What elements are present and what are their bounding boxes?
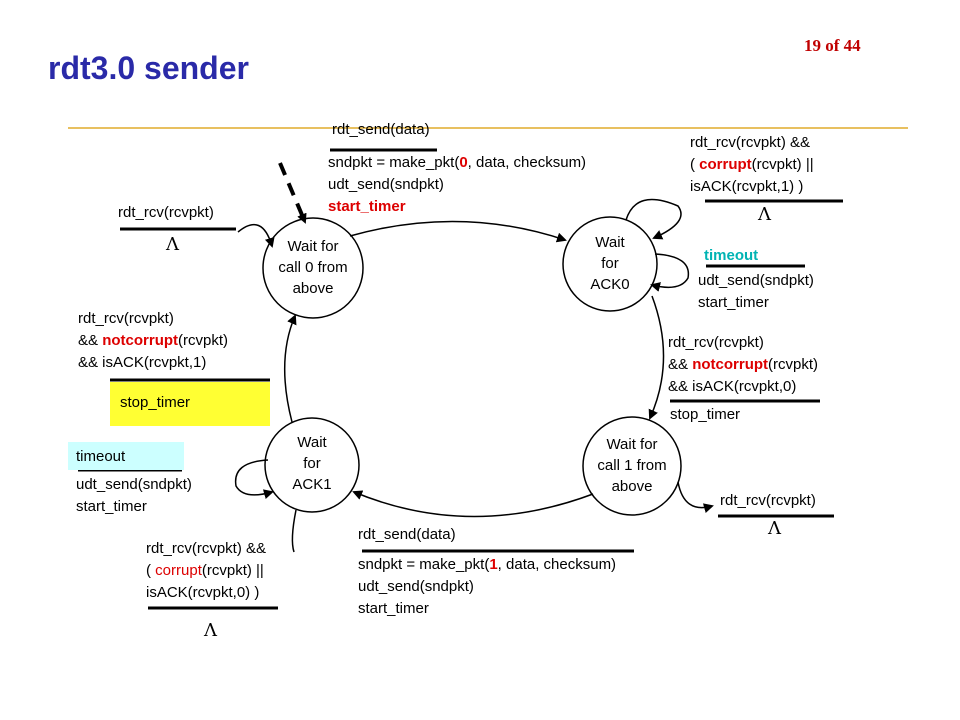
call1-to-ack1-action-2: udt_send(sndpkt) (358, 578, 474, 595)
loop-ack0-timeout (650, 253, 690, 292)
ack1-timeout-action-1: udt_send(sndpkt) (76, 476, 192, 493)
ack0-to-call1-event-2: && notcorrupt(rcvpkt) (668, 356, 819, 373)
call1-to-ack1-event: rdt_send(data) (358, 526, 456, 543)
ack1-to-call0-event-3: && isACK(rcvpkt,1) (78, 354, 207, 371)
state-wait-call1 (582, 416, 682, 516)
ack0-timeout-event: timeout (704, 247, 759, 264)
arrow-call0-to-ack0 (349, 220, 567, 243)
call0-to-ack0-action-3: start_timer (328, 198, 406, 215)
stop-timer-highlight (110, 382, 270, 426)
ack0-corrupt-lambda: Λ (758, 204, 771, 225)
ack1-to-call0-event-1: rdt_rcv(rcvpkt) (78, 310, 174, 327)
call1-to-ack1-action-1: sndpkt = make_pkt(1, data, checksum) (358, 556, 617, 573)
loop-ack1-timeout (234, 459, 274, 500)
call1-self-event: rdt_rcv(rcvpkt) (720, 492, 816, 509)
initial-arrow (278, 162, 307, 224)
ack1-to-call0-event-2: && notcorrupt(rcvpkt) (78, 332, 229, 349)
call0-to-ack0-action-1: sndpkt = make_pkt(0, data, checksum) (328, 154, 587, 171)
ack0-timeout-action-2: start_timer (698, 294, 769, 311)
arrow-ack1-to-call0 (283, 314, 297, 423)
call0-to-ack0-action-2: udt_send(sndpkt) (328, 176, 444, 193)
ack0-corrupt-event-3: isACK(rcvpkt,1) ) (690, 178, 804, 195)
ack0-to-call1-event-3: && isACK(rcvpkt,0) (668, 378, 797, 395)
call1-to-ack1-action-3: start_timer (358, 600, 429, 617)
ack1-corrupt-event-2: ( corrupt(rcvpkt) || (146, 562, 264, 579)
call0-self-event: rdt_rcv(rcvpkt) (118, 204, 214, 221)
loop-call1-self (677, 481, 714, 514)
loop-ack0-self-corrupt (625, 198, 682, 240)
ack0-to-call1-action: stop_timer (670, 406, 741, 423)
state-wait-ack0 (562, 216, 658, 312)
ack1-to-call0-action: stop_timer (120, 394, 191, 411)
ack0-corrupt-event-2: ( corrupt(rcvpkt) || (690, 156, 814, 173)
arrow-ack0-to-call1 (648, 295, 665, 420)
loop-call0-self (237, 223, 275, 248)
arrow-call1-to-ack1 (352, 490, 594, 518)
ack1-corrupt-event-1: rdt_rcv(rcvpkt) && (146, 540, 267, 557)
slide-title: rdt3.0 sender (48, 50, 249, 86)
timeout-highlight (68, 442, 184, 470)
ack1-timeout-action-2: start_timer (76, 498, 147, 515)
call0-self-lambda: Λ (166, 234, 179, 255)
ack1-corrupt-event-3: isACK(rcvpkt,0) ) (146, 584, 260, 601)
call1-self-lambda: Λ (768, 518, 781, 539)
ack1-timeout-event: timeout (76, 448, 126, 465)
call0-to-ack0-event: rdt_send(data) (332, 121, 430, 138)
loop-ack1-self-corrupt (291, 509, 297, 553)
state-wait-call0 (262, 217, 364, 319)
ack0-timeout-action-1: udt_send(sndpkt) (698, 272, 814, 289)
ack0-corrupt-event-1: rdt_rcv(rcvpkt) && (690, 134, 811, 151)
page-number: 19 of 44 (804, 36, 861, 55)
ack1-corrupt-lambda: Λ (204, 620, 217, 641)
state-wait-ack1 (264, 417, 360, 513)
ack0-to-call1-event-1: rdt_rcv(rcvpkt) (668, 334, 764, 351)
